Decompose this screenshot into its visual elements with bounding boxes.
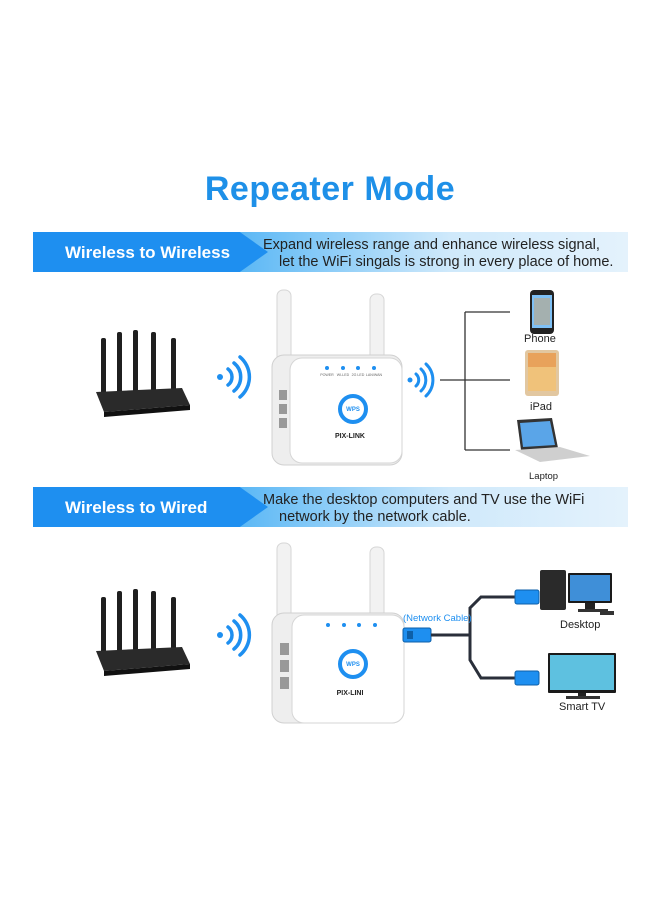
phone-icon bbox=[530, 290, 554, 334]
smart-tv-icon bbox=[548, 653, 616, 699]
section1-label: Wireless to Wireless bbox=[65, 243, 231, 262]
desktop-icon bbox=[540, 570, 614, 615]
section2-desc-line1: Make the desktop computers and TV use th… bbox=[263, 492, 585, 508]
device-connector-lines bbox=[440, 311, 510, 451]
wps-button-label: WPS bbox=[346, 407, 360, 413]
section2-banner: Wireless to Wired Make the desktop compu… bbox=[33, 487, 628, 527]
router-icon bbox=[96, 330, 190, 417]
section1-desc-line2: let the WiFi singals is strong in every … bbox=[279, 254, 614, 270]
device-label-phone: Phone bbox=[524, 333, 556, 345]
cable-label: (Network Cable) bbox=[403, 613, 472, 624]
repeater-brand-label: PIX-LINK bbox=[335, 433, 365, 440]
section2-desc-line2: network by the network cable. bbox=[279, 509, 471, 525]
router-icon-2 bbox=[96, 589, 190, 676]
wifi-waves-right-icon bbox=[407, 362, 435, 398]
section1-illustration: POWER WI-LED 2G LED LAN/WAN WPS PIX-LINK bbox=[96, 289, 590, 466]
wifi-waves-left-icon-2 bbox=[217, 613, 252, 657]
page-title: Repeater Mode bbox=[204, 170, 456, 208]
wifi-waves-left-icon bbox=[217, 355, 252, 399]
device-label-smart-tv: Smart TV bbox=[559, 701, 606, 713]
section1-tab bbox=[33, 232, 268, 272]
indicator-2g-led: 2G LED bbox=[352, 373, 365, 377]
section2-label: Wireless to Wired bbox=[65, 498, 208, 517]
repeater-brand-label-2: PIX-LINI bbox=[337, 690, 364, 697]
network-cable bbox=[402, 589, 540, 686]
section2-tab bbox=[33, 487, 268, 527]
repeater-device-icon-2 bbox=[271, 542, 405, 724]
device-label-ipad: iPad bbox=[530, 401, 553, 413]
device-label-laptop: Laptop bbox=[529, 471, 559, 482]
wps-button-label-2: WPS bbox=[346, 662, 360, 668]
laptop-icon bbox=[515, 418, 590, 462]
indicator-power: POWER bbox=[320, 373, 334, 377]
indicator-wi-led: WI-LED bbox=[337, 373, 350, 377]
section2-illustration: WPS PIX-LINI bbox=[96, 542, 616, 724]
ipad-icon bbox=[525, 350, 559, 396]
section1-banner: Wireless to Wireless Expand wireless ran… bbox=[33, 232, 628, 272]
section1-desc-line1: Expand wireless range and enhance wirele… bbox=[263, 237, 600, 253]
indicator-lan-wan: LAN/WAN bbox=[366, 373, 383, 377]
repeater-device-icon bbox=[271, 289, 403, 466]
device-label-desktop: Desktop bbox=[560, 619, 601, 631]
